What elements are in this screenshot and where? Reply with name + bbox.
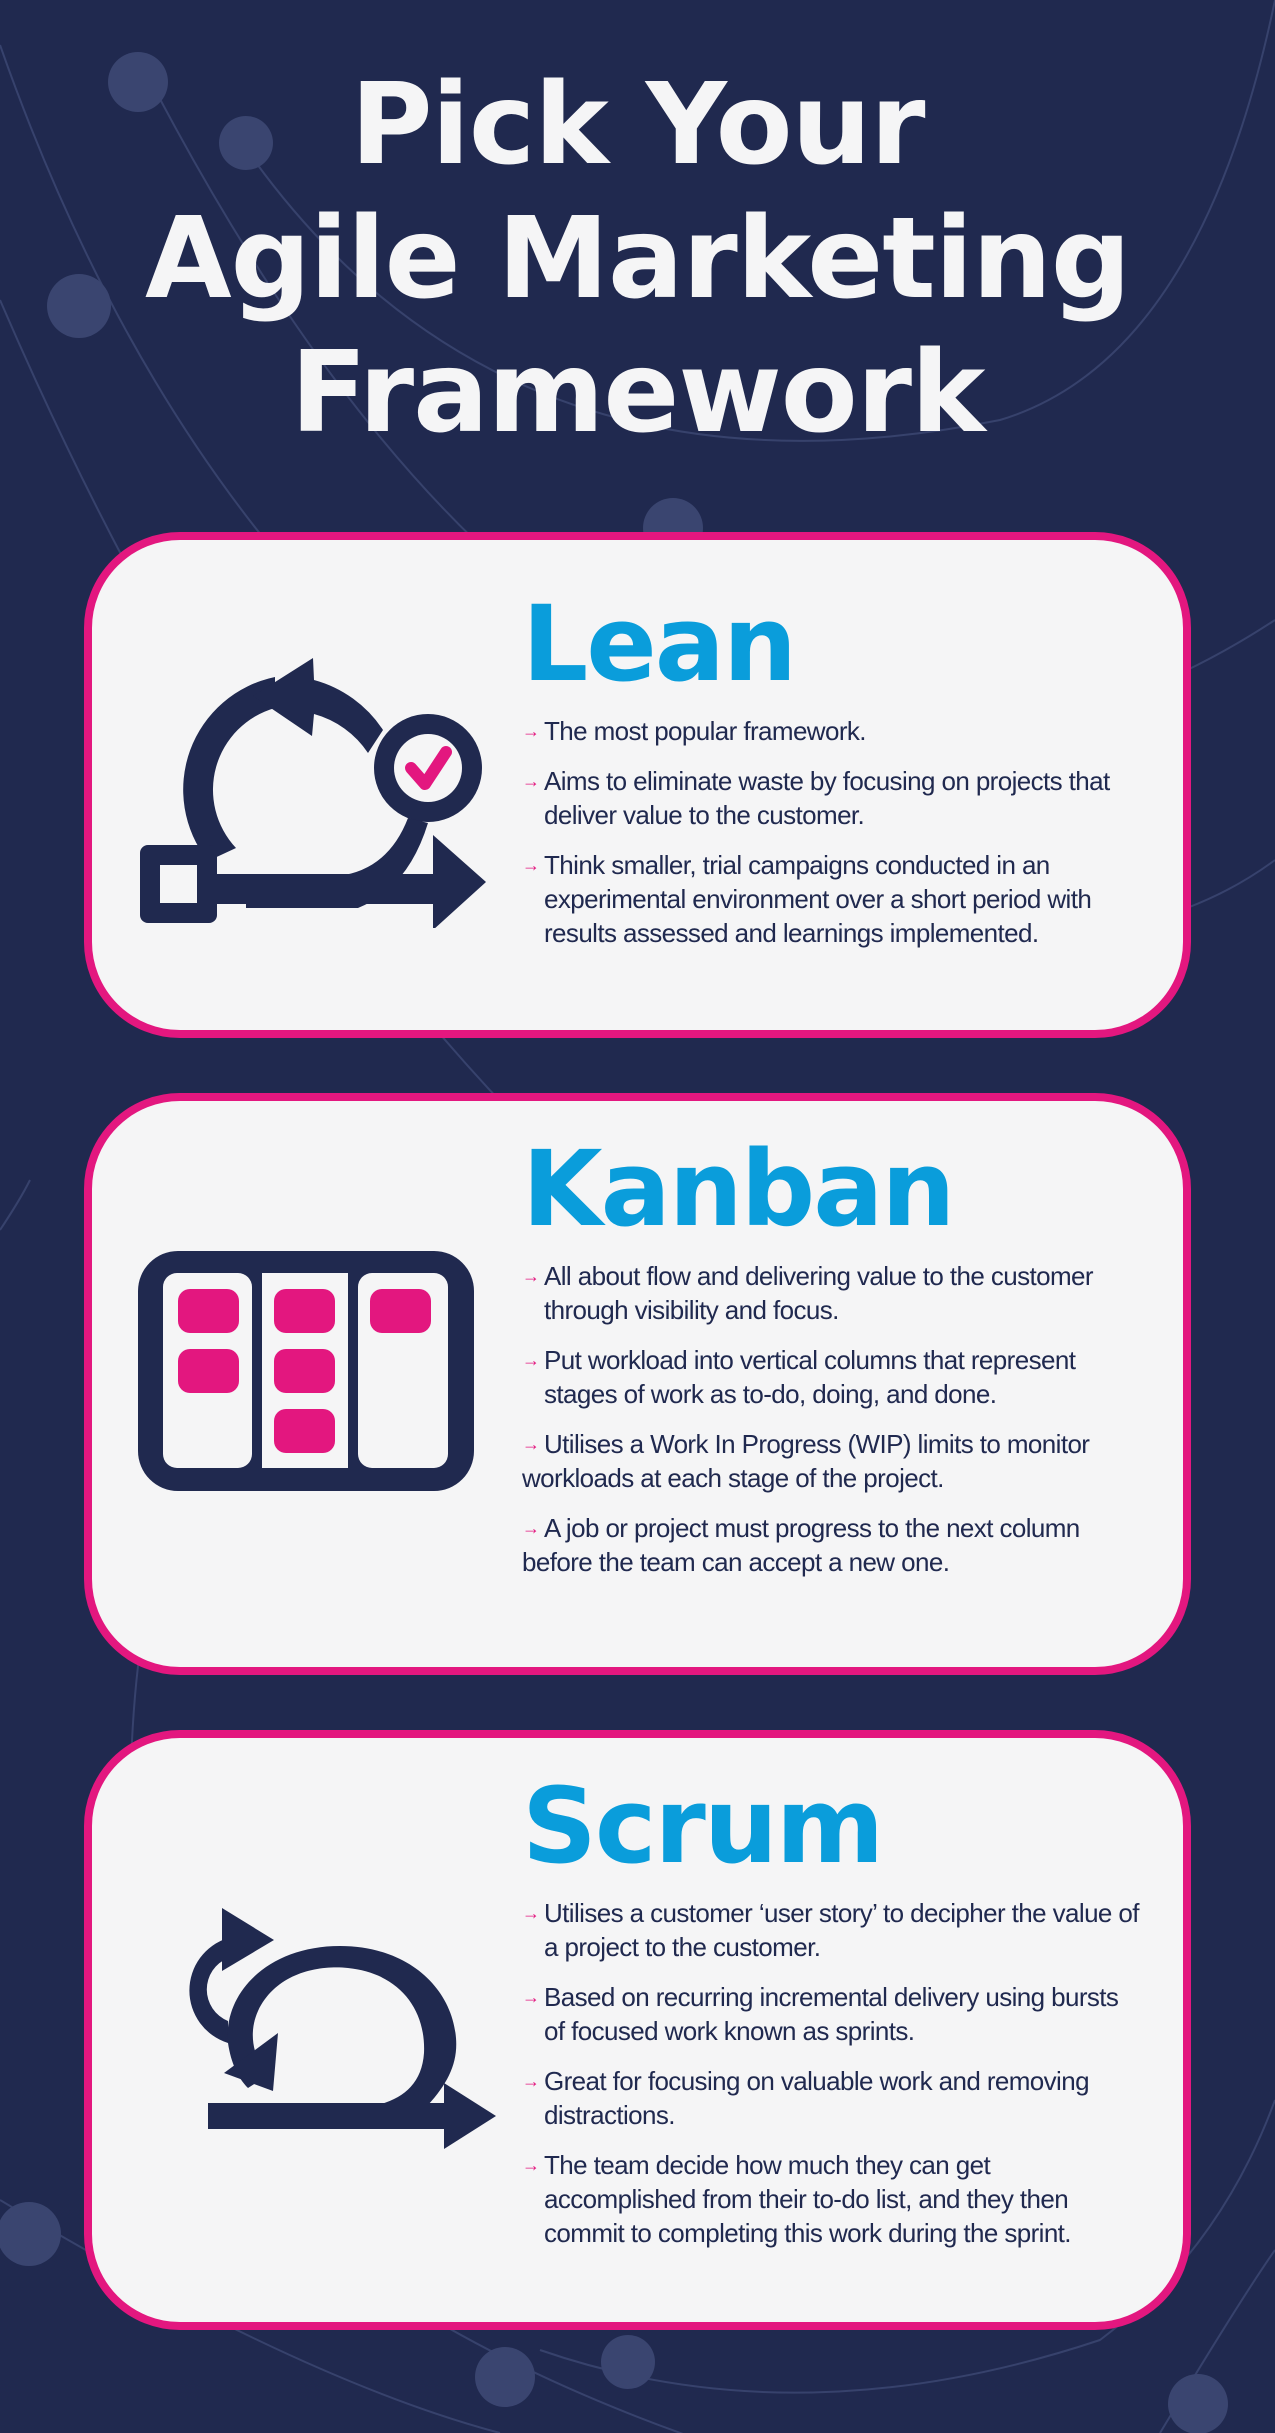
arrow-right-icon: →	[522, 2071, 540, 2091]
page-title: Pick Your Agile Marketing Framework	[0, 58, 1275, 460]
list-item: →Based on recurring incremental delivery…	[522, 1982, 1119, 2046]
arrow-right-icon: →	[522, 721, 540, 741]
kanban-content: Kanban →All about flow and delivering va…	[522, 1133, 1143, 1595]
arrow-right-icon: →	[522, 1266, 540, 1286]
card-scrum: Scrum →Utilises a customer ‘user story’ …	[84, 1730, 1191, 2330]
scrum-content: Scrum →Utilises a customer ‘user story’ …	[522, 1770, 1143, 2266]
arrow-right-icon: →	[522, 1518, 540, 1538]
card-lean: Lean →The most popular framework. →Aims …	[84, 532, 1191, 1038]
arrow-right-icon: →	[522, 771, 540, 791]
bullet-list: →Utilises a customer ‘user story’ to dec…	[522, 1896, 1143, 2250]
arrow-right-icon: →	[522, 1987, 540, 2007]
title-line-1: Pick Your	[350, 60, 925, 190]
arrow-right-icon: →	[522, 1903, 540, 1923]
card-kanban: Kanban →All about flow and delivering va…	[84, 1093, 1191, 1675]
lean-loop-check-icon	[128, 648, 508, 930]
list-item: → A job or project must progress to the …	[522, 1513, 1080, 1577]
framework-heading: Lean	[522, 583, 797, 705]
list-item: →All about flow and delivering value to …	[522, 1261, 1094, 1325]
arrow-right-icon: →	[522, 855, 540, 875]
arrow-right-icon: →	[522, 1350, 540, 1370]
arrow-right-icon: →	[522, 2155, 540, 2175]
bullet-list: →The most popular framework. →Aims to el…	[522, 714, 1143, 950]
framework-heading: Kanban	[522, 1128, 955, 1250]
arrow-right-icon: →	[522, 1434, 540, 1454]
scrum-sprint-loop-icon	[128, 1893, 508, 2153]
list-item: →The team decide how much they can get a…	[522, 2150, 1072, 2248]
kanban-board-icon	[128, 1251, 508, 1511]
list-item: →Think smaller, trial campaigns conducte…	[522, 850, 1092, 948]
list-item: →Aims to eliminate waste by focusing on …	[522, 766, 1110, 830]
list-item: →Great for focusing on valuable work and…	[522, 2066, 1090, 2130]
framework-heading: Scrum	[522, 1765, 884, 1887]
lean-content: Lean →The most popular framework. →Aims …	[522, 588, 1143, 966]
title-line-3: Framework	[290, 328, 986, 458]
list-item: →The most popular framework.	[522, 716, 867, 746]
bullet-list: →All about flow and delivering value to …	[522, 1259, 1143, 1579]
list-item: →Put workload into vertical columns that…	[522, 1345, 1076, 1409]
list-item: →Utilises a Work In Progress (WIP) limit…	[522, 1429, 1090, 1493]
title-line-2: Agile Marketing	[144, 194, 1131, 324]
list-item: →Utilises a customer ‘user story’ to dec…	[522, 1898, 1140, 1962]
